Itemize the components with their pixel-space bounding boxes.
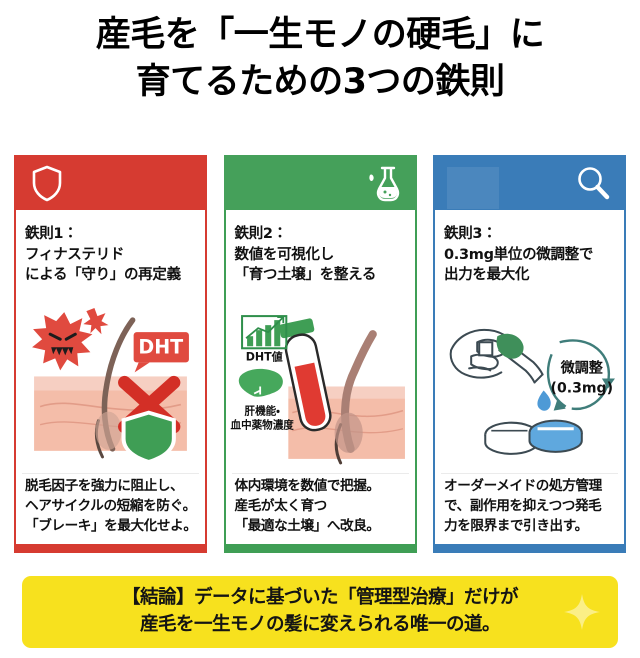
- rule-card-3-footer-bar: [435, 544, 624, 553]
- magnifier-icon: [573, 163, 613, 203]
- flask-icon: [364, 163, 404, 203]
- rule-card-2-footer-bar: [225, 544, 415, 553]
- rule-card-2-heading: 鉄則2： 数値を可視化し 「育つ土壌」を整える: [234, 226, 377, 284]
- dht-virus-icon: [32, 311, 93, 371]
- pills-icon: [484, 419, 583, 455]
- adjust-cycle-arrow-icon: [546, 339, 615, 411]
- conclusion-text: 【結論】データに基づいた「管理型治療」だけが 産毛を一生モノの髪に変えられる唯一…: [121, 587, 519, 635]
- dropper-dose-adjust-illustration: 微調整 (0.3mg): [439, 294, 620, 473]
- rule-card-1: 鉄則1： フィナステリド による「守り」の再定義: [14, 155, 207, 553]
- liver-icon: [238, 368, 283, 397]
- dht-blocked-follicle-illustration: DHT: [20, 294, 201, 473]
- card-divider: [231, 472, 409, 474]
- rules-card-row: 鉄則1： フィナステリド による「守り」の再定義: [14, 155, 626, 555]
- rule-card-3-heading: 鉄則3： 0.3mg単位の微調整で 出力を最大化: [444, 226, 594, 284]
- rule-card-1-heading: 鉄則1： フィナステリド による「守り」の再定義: [25, 226, 181, 284]
- blood-test-follicle-illustration: DHT値 肝機能・ 血中薬物濃度: [230, 294, 411, 473]
- rule-card-3: 鉄則3： 0.3mg単位の微調整で 出力を最大化: [433, 155, 626, 553]
- liver-label-line-1: 肝機能・: [244, 404, 280, 417]
- sparkle-icon: [562, 592, 602, 632]
- page-title-line-2: 育てるための3つの鉄則: [135, 61, 505, 102]
- page-title: 産毛を「一生モノの硬毛」に 育てるための3つの鉄則: [0, 12, 640, 105]
- rule-card-3-caption: オーダーメイドの処方管理 で、副作用を抑えつつ発毛 力を限界まで引き出す。: [444, 477, 602, 534]
- rule-card-1-footer-bar: [16, 544, 205, 553]
- dht-bubble-label: DHT: [138, 335, 183, 358]
- header-placeholder-block: [447, 167, 499, 209]
- fine-adjust-label-line-1: 微調整: [560, 359, 604, 376]
- rule-card-1-header: [14, 155, 207, 210]
- rule-card-3-header: [433, 155, 626, 210]
- page-title-line-1: 産毛を「一生モノの硬毛」に: [95, 15, 545, 55]
- fine-adjust-label-line-2: (0.3mg): [551, 380, 614, 396]
- liver-label-line-2: 血中薬物濃度: [230, 418, 294, 431]
- blood-test-tube-icon: [278, 318, 332, 432]
- rule-card-2: 鉄則2： 数値を可視化し 「育つ土壌」を整える: [223, 155, 417, 553]
- dht-chart-label: DHT値: [245, 349, 282, 363]
- rule-card-2-header: [223, 155, 417, 210]
- rule-card-2-caption: 体内環境を数値で把握。 産毛が太く育つ 「最適な土壌」へ改良。: [234, 477, 381, 534]
- dht-bar-chart-icon: [240, 314, 287, 350]
- protection-shield-icon: [121, 410, 176, 464]
- dht-speech-bubble: DHT: [133, 331, 189, 373]
- card-divider: [441, 472, 618, 474]
- shield-icon: [27, 163, 67, 203]
- card-divider: [22, 472, 199, 474]
- conclusion-banner: 【結論】データに基づいた「管理型治療」だけが 産毛を一生モノの髪に変えられる唯一…: [22, 576, 618, 648]
- rule-card-1-caption: 脱毛因子を強力に阻止し、 ヘアサイクルの短縮を防ぐ。 「ブレーキ」を最大化せよ。: [25, 477, 197, 534]
